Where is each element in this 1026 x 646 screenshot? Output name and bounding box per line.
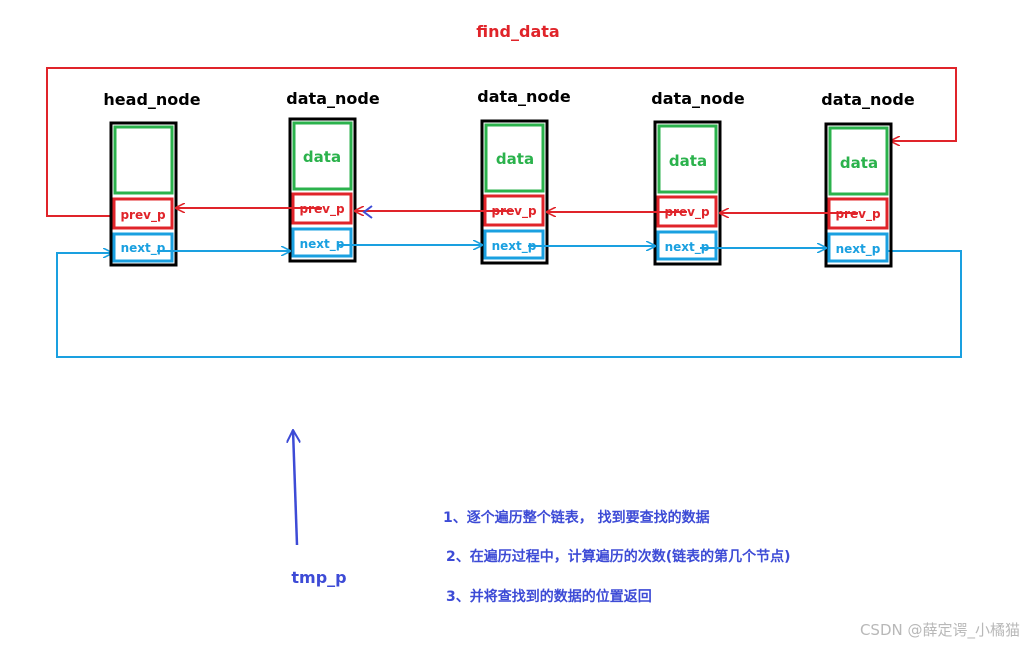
next-field (656, 230, 718, 261)
step-1: 1、逐个遍历整个链表， 找到要查找的数据 (443, 509, 710, 526)
next-field (112, 232, 174, 263)
small-arrow-mark (362, 205, 373, 219)
node-title: data_node (286, 89, 380, 108)
circular-prev-link (46, 67, 957, 217)
prev-label: prev_p (120, 208, 165, 223)
node-title: data_node (477, 87, 571, 106)
head-node: head_node prev_p next_p (103, 90, 201, 267)
data-label: data (840, 154, 878, 172)
node-outline (480, 119, 549, 265)
next-field (291, 227, 353, 258)
next-label: next_p (836, 242, 881, 257)
data-field (113, 125, 174, 195)
prev-label: prev_p (299, 202, 344, 217)
node-title: data_node (821, 90, 915, 109)
next-label: next_p (121, 241, 166, 256)
prev-field (112, 197, 174, 230)
circular-next-link (56, 251, 962, 358)
node-outline (288, 117, 357, 263)
data-node-3: data_node data prev_p next_p (651, 89, 745, 266)
find-data-label: find_data (476, 22, 559, 41)
data-field (828, 126, 889, 196)
next-label: next_p (665, 240, 710, 255)
prev-label: prev_p (835, 207, 880, 222)
data-node-4: data_node data prev_p next_p (821, 90, 915, 268)
prev-field (483, 194, 545, 227)
watermark: CSDN @薛定谔_小橘猫 (860, 621, 1020, 640)
node-outline (824, 122, 893, 268)
data-label: data (669, 152, 707, 170)
data-field (484, 123, 545, 193)
node-title: data_node (651, 89, 745, 108)
tmp-p-arrow (293, 430, 297, 546)
node-outline (653, 120, 722, 266)
step-3: 3、并将查找到的数据的位置返回 (446, 588, 652, 605)
next-field (483, 229, 545, 260)
node-title: head_node (103, 90, 200, 109)
next-field (827, 232, 889, 263)
data-node-2: data_node data prev_p next_p (477, 87, 571, 265)
data-label: data (496, 150, 534, 168)
prev-label: prev_p (664, 205, 709, 220)
next-label: next_p (300, 237, 345, 252)
tmp-p-label: tmp_p (291, 568, 346, 587)
prev-label: prev_p (491, 204, 536, 219)
data-node-1: data_node data prev_p next_p (286, 89, 380, 263)
data-label: data (303, 148, 341, 166)
data-field (657, 124, 718, 194)
next-label: next_p (492, 239, 537, 254)
step-2: 2、在遍历过程中，计算遍历的次数(链表的第几个节点) (446, 548, 791, 565)
data-field (292, 121, 353, 191)
node-outline (109, 121, 178, 267)
